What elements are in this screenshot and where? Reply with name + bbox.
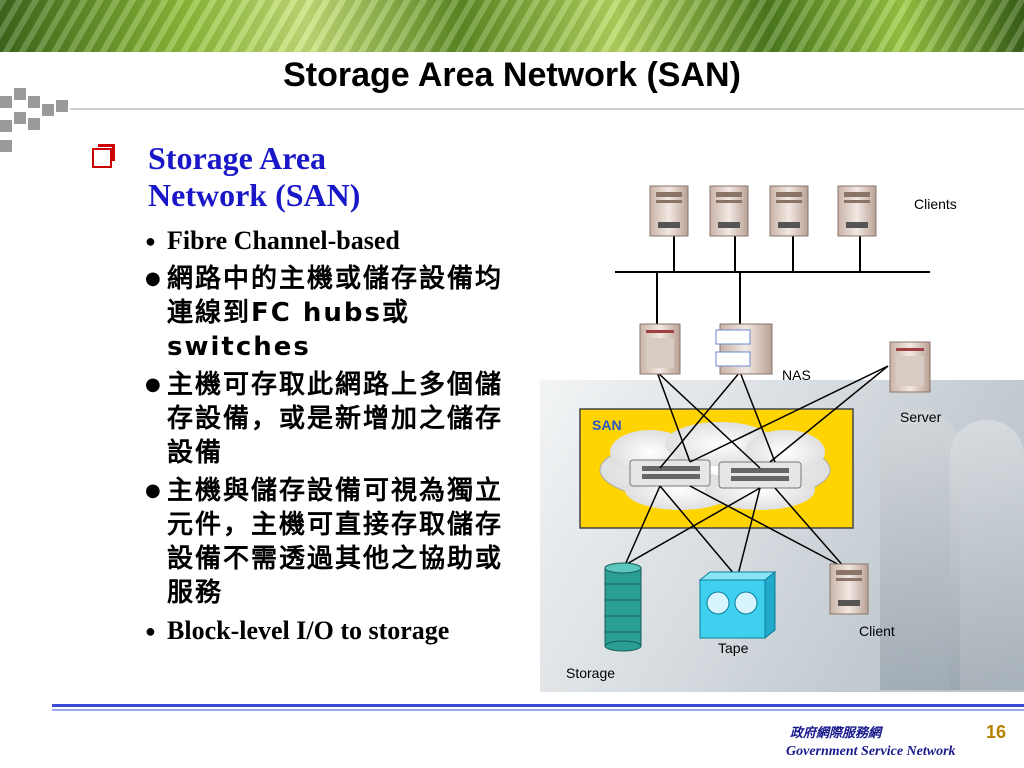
server-icon (889, 341, 931, 393)
list-item: Block-level I/O to storage (145, 614, 515, 648)
footer-org-en: Government Service Network (786, 744, 956, 759)
client-computer-icon (649, 185, 689, 237)
tape-label: Tape (718, 640, 749, 656)
fc-switch-left (629, 459, 711, 487)
clients-label: Clients (914, 196, 957, 212)
server-label: Server (900, 409, 942, 425)
client-computer-icon (837, 185, 877, 237)
storage-label: Storage (566, 665, 615, 681)
page-title: Storage Area Network (SAN) (283, 56, 741, 94)
header-banner (0, 0, 1024, 52)
checkbox-bullet-icon (92, 144, 115, 168)
nas-icon (715, 323, 773, 375)
client-computer-icon (829, 563, 869, 615)
section-heading: Storage Area Network (SAN) (148, 140, 361, 213)
footer-divider-light (52, 709, 1024, 711)
title-divider (70, 108, 1024, 110)
list-item: Fibre Channel-based (145, 224, 515, 258)
list-item: 網路中的主機或儲存設備均連線到FC hubs或switches (145, 262, 515, 364)
page-number: 16 (986, 722, 1007, 742)
footer-divider (52, 704, 1024, 707)
client-computer-icon (709, 185, 749, 237)
client-label: Client (859, 623, 895, 639)
list-item: 主機可存取此網路上多個儲存設備，或是新增加之儲存設備 (145, 368, 515, 470)
bullet-list: Fibre Channel-based 網路中的主機或儲存設備均連線到FC hu… (145, 224, 515, 652)
list-item: 主機與儲存設備可視為獨立元件，主機可直接存取儲存設備不需透過其他之協助或服務 (145, 474, 515, 610)
fc-switch-right (718, 461, 802, 489)
tape-icon (698, 570, 777, 640)
footer-org-cn: 政府網際服務網 (790, 725, 882, 740)
nas-label: NAS (782, 367, 811, 383)
client-computer-icon (769, 185, 809, 237)
host-server-icon (639, 323, 681, 375)
storage-array-icon (604, 562, 642, 652)
san-label: SAN (592, 417, 622, 433)
